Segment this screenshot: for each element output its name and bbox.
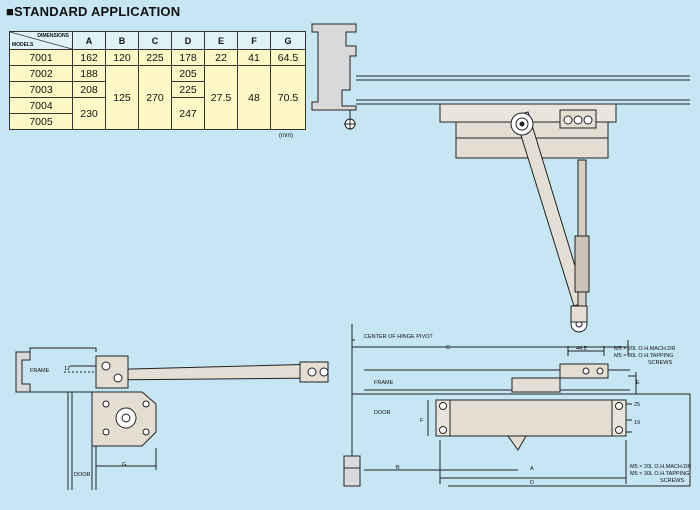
table-corner-cell: DIMENSIONS MODELS	[9, 31, 73, 50]
cell-d: 225	[171, 81, 205, 98]
corner-dimensions-label: DIMENSIONS	[37, 33, 69, 39]
model-7005: 7005	[9, 113, 73, 130]
left-frame-profile	[15, 351, 31, 393]
plan-arm	[511, 377, 561, 393]
forearm-sleeve	[574, 235, 590, 293]
cell-f: 41	[237, 49, 271, 66]
mach-screw-label-1: M5 × 20L O.H.MACH.DR	[614, 346, 675, 352]
b-label: B	[396, 465, 400, 471]
dimensions-table: DIMENSIONS MODELS A B C D E F G 7001 162…	[9, 31, 306, 130]
page-title: ■STANDARD APPLICATION	[6, 4, 181, 19]
cell-d: 247	[171, 97, 205, 130]
cell-d: 205	[171, 65, 205, 82]
model-7001: 7001	[9, 49, 73, 66]
cell-g: 70.5	[270, 65, 306, 130]
header-d: D	[171, 31, 205, 50]
header-g: G	[270, 31, 306, 50]
frame-label-left: FRAME	[30, 368, 50, 374]
tapping-screw-label-2: M5 × 30L O.H.TAPPING	[630, 471, 689, 477]
c-label: C	[446, 345, 450, 351]
side-view	[15, 347, 329, 490]
hinge-block	[343, 455, 361, 487]
mach-screw-label-2: M5 × 20L O.H.MACH.DR	[630, 464, 691, 470]
dim-445-label: 44.5	[576, 346, 587, 352]
cell-f: 48	[237, 65, 271, 130]
corner-diagonal	[10, 32, 72, 49]
cell-c: 270	[138, 65, 172, 130]
door-label-left: DOOR	[74, 472, 91, 478]
model-7003: 7003	[9, 81, 73, 98]
a-label: A	[530, 466, 534, 472]
frame-profile	[311, 23, 357, 111]
e-label: E	[636, 380, 640, 386]
dim-25-label: 25	[634, 402, 640, 408]
cell-a: 162	[72, 49, 106, 66]
cell-b: 125	[105, 65, 139, 130]
corner-models-label: MODELS	[12, 42, 34, 48]
side-arm	[95, 363, 323, 381]
tapping-screw-label-1: M5 × 30L O.H.TAPPING	[614, 353, 673, 359]
header-f: F	[237, 31, 271, 50]
door-label-right: DOOR	[374, 410, 391, 416]
dim-19-label: 19	[634, 420, 640, 426]
cell-a: 188	[72, 65, 106, 82]
cell-a: 230	[72, 97, 106, 130]
screws-label-1: SCREWS	[648, 360, 672, 366]
plan-view	[343, 324, 691, 487]
frame-label-right: FRAME	[374, 380, 394, 386]
cell-g: 64.5	[270, 49, 306, 66]
screws-label-2: SCREWS	[660, 478, 684, 484]
cell-a: 208	[72, 81, 106, 98]
cell-b: 120	[105, 49, 139, 66]
g-label: G	[122, 462, 126, 468]
dim-12-label: 12	[64, 366, 70, 372]
top-view	[311, 23, 690, 333]
cell-d: 178	[171, 49, 205, 66]
f-label: F	[420, 418, 424, 424]
center-hinge-label: CENTER OF HINGE PIVOT	[364, 334, 433, 340]
unit-label: (mm)	[279, 133, 293, 139]
model-7004: 7004	[9, 97, 73, 114]
header-b: B	[105, 31, 139, 50]
d-label: D	[530, 480, 534, 486]
plan-closer-body	[447, 399, 615, 437]
